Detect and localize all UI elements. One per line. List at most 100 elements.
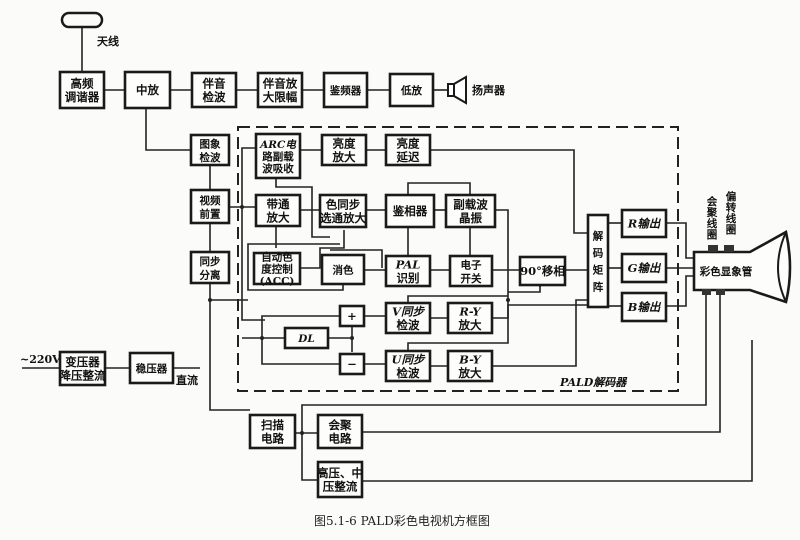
antenna-label: 天线: [97, 34, 119, 48]
block-phase-detector: 鉴相器: [384, 193, 436, 229]
block-frame: [448, 254, 494, 288]
block-g-output: G输出: [620, 252, 668, 284]
deflection-coil-label: 偏 转 线 圈: [726, 190, 737, 236]
block-frame: [446, 349, 494, 383]
block-frame: [620, 252, 668, 284]
block-label: 视频: [200, 194, 221, 207]
convergence-coil-label: 会 聚 线 圈: [706, 195, 718, 241]
block-label: 压整流: [323, 479, 358, 493]
block-label: 放大: [458, 318, 482, 332]
block-label: ARC电: [259, 138, 297, 151]
svg-text:圈: 圈: [707, 229, 718, 241]
block-label: 波吸收: [262, 162, 294, 175]
block-label: 放大: [266, 210, 290, 224]
block-frame: [58, 350, 107, 387]
block-adder: +: [338, 304, 366, 328]
svg-text:聚: 聚: [706, 207, 718, 219]
block-label: 调谐器: [65, 90, 100, 104]
block-frame: [190, 71, 238, 109]
block-label: 检波: [397, 318, 420, 332]
block-label: 稳压器: [136, 362, 168, 375]
block-label: V同步: [392, 304, 425, 318]
deflection-coil-lower-icon: [716, 289, 725, 295]
decoder-boundary: [237, 126, 679, 392]
deflection-coil-icon: [724, 245, 734, 252]
block-label: (ACC): [260, 276, 295, 288]
figure-caption: 图5.1-6 PALD彩色电视机方框图: [314, 513, 490, 528]
ac-input-label: ~220V: [20, 353, 61, 366]
wires: [22, 27, 753, 482]
junction-dots: [208, 205, 510, 435]
block-label: 色同步: [326, 197, 361, 211]
speaker-label: 扬声器: [472, 83, 506, 97]
block-label: +: [347, 309, 357, 323]
block-label: 消色: [333, 264, 354, 277]
svg-text:圈: 圈: [726, 224, 737, 236]
block-label: 检波: [397, 366, 420, 380]
block-delay-line: DL: [283, 326, 330, 350]
block-label: 会聚: [328, 418, 352, 432]
block-frame: [189, 133, 231, 167]
block-frame: [620, 208, 668, 239]
block-label: 检波: [200, 151, 221, 164]
block-frame: [283, 326, 330, 350]
block-label: 高压、中: [317, 466, 363, 480]
block-frame: [189, 188, 231, 225]
block-label: 图象: [200, 137, 221, 150]
block-label: 亮度: [397, 136, 420, 150]
block-frame: [128, 351, 175, 385]
block-frame: [252, 251, 302, 286]
block-audio-amp: 低放: [388, 72, 435, 108]
block-label: 带通: [267, 197, 290, 211]
block-label: 识别: [397, 271, 420, 285]
block-label: 中放: [136, 83, 159, 97]
block-label: 鉴频器: [329, 84, 362, 97]
block-label: 阵: [593, 281, 604, 294]
block-label: 开关: [461, 272, 482, 285]
block-label: 亮度: [333, 136, 356, 150]
block-frame: [384, 133, 432, 167]
block-frame: [248, 413, 297, 450]
block-label: 降压整流: [60, 368, 106, 382]
block-label: 低放: [400, 84, 422, 97]
block-label: G输出: [628, 261, 662, 275]
block-label: 路副载: [262, 150, 294, 163]
antenna-icon: [60, 11, 104, 29]
block-label: 90°移相: [520, 264, 565, 278]
svg-text:转: 转: [726, 201, 737, 214]
block-frame: [58, 70, 106, 110]
block-label: 放大: [332, 150, 356, 164]
block-frame: [320, 253, 366, 286]
block-label: B-Y: [458, 352, 482, 366]
block-frame: [189, 250, 231, 285]
block-frame: [384, 254, 432, 288]
block-label: 度控制: [261, 263, 293, 276]
block-frame: [620, 291, 668, 323]
block-frame: [318, 193, 368, 229]
block-label: R-Y: [458, 304, 482, 318]
block-frame: [384, 349, 432, 383]
crt: 彩色显象管: [692, 230, 792, 304]
block-label: 扫描: [261, 418, 284, 432]
block-label: R输出: [627, 217, 662, 231]
svg-text:线: 线: [726, 212, 737, 225]
block-frame: [322, 71, 369, 109]
svg-text:偏: 偏: [726, 190, 737, 203]
